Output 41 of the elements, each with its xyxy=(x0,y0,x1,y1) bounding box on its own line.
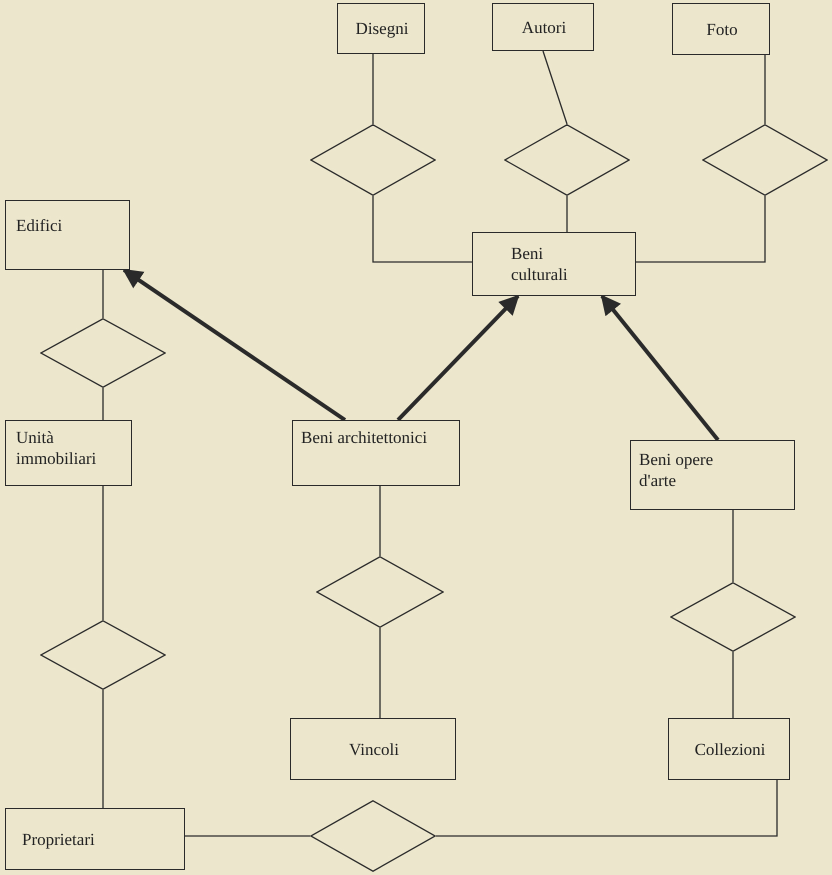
entity-name: Unità immobiliari xyxy=(16,427,98,469)
entity-name: Beni architettonici xyxy=(301,427,428,448)
entity-name: Beni opere d'arte xyxy=(639,449,714,491)
entity-box xyxy=(472,232,636,296)
entity-name: Edifici xyxy=(16,215,64,236)
entity-box xyxy=(5,420,132,486)
arrow xyxy=(396,294,520,422)
connector-line xyxy=(102,690,104,808)
entity-name: Beni culturali xyxy=(511,243,569,285)
connector-line xyxy=(102,270,104,318)
connector-line xyxy=(372,54,374,124)
connector-line xyxy=(379,486,381,556)
entity-box xyxy=(292,420,460,486)
connector-line xyxy=(636,196,766,263)
connector-line xyxy=(379,628,381,718)
entity-box xyxy=(5,200,130,270)
connector-line xyxy=(372,196,472,263)
connector-line xyxy=(732,652,734,718)
entity-box xyxy=(290,718,456,780)
entity-box xyxy=(672,3,770,55)
connector-line xyxy=(102,486,104,620)
entity-name: Disegni xyxy=(354,18,410,39)
entity-name: Autori xyxy=(520,17,568,38)
connector-line xyxy=(102,388,104,420)
connector-line xyxy=(764,55,766,124)
connector-line xyxy=(185,835,310,837)
connector-line xyxy=(542,50,568,124)
entity-box xyxy=(630,440,795,510)
arrow xyxy=(600,294,720,442)
entity-name: Proprietari xyxy=(22,829,96,850)
entity-box xyxy=(668,718,790,780)
entity-box xyxy=(492,3,594,51)
entity-name: Foto xyxy=(705,19,739,40)
entity-box xyxy=(337,3,425,54)
entity-name: Vincoli xyxy=(348,739,400,760)
connector-line xyxy=(566,196,568,232)
connector-line xyxy=(436,780,778,837)
arrow xyxy=(122,268,346,422)
entity-box xyxy=(5,808,185,870)
connector-line xyxy=(732,510,734,582)
entity-name: Collezioni xyxy=(694,739,766,760)
